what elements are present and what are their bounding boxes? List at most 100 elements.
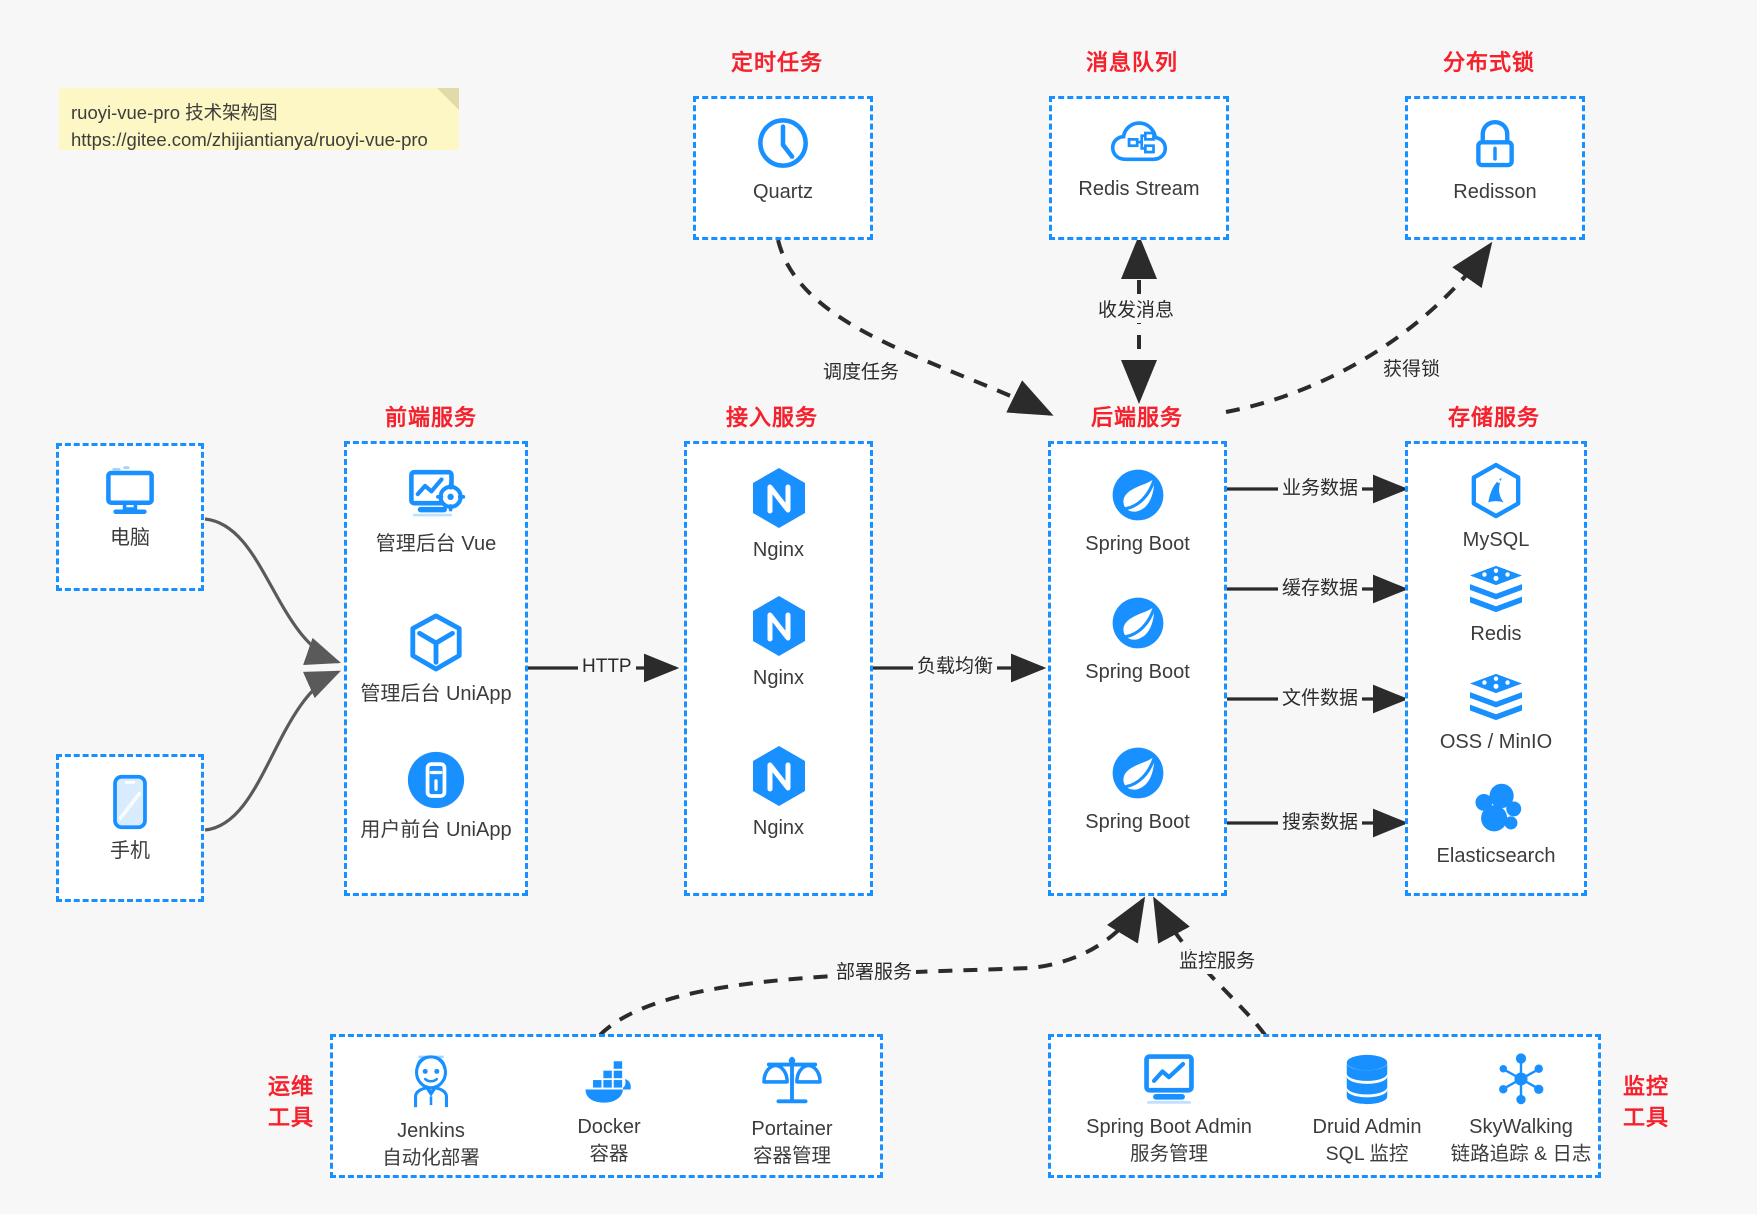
note-url: https://gitee.com/zhijiantianya/ruoyi-vu… bbox=[71, 129, 428, 150]
group-title-monitor: 监控 工具 bbox=[1613, 1071, 1679, 1133]
node-nginx-3[interactable]: Nginx bbox=[687, 744, 870, 841]
node-redis-stream[interactable]: Redis Stream bbox=[1052, 117, 1226, 202]
edge-label-monitor-service: 监控服务 bbox=[1175, 950, 1260, 974]
node-portainer[interactable]: Portainer 容器管理 bbox=[707, 1051, 877, 1169]
group-box-backend: Spring Boot Spring Boot Spring Boot bbox=[1048, 441, 1227, 896]
node-label: 管理后台 Vue bbox=[375, 533, 497, 555]
node-mobile[interactable]: 手机 bbox=[59, 773, 201, 864]
node-spring-boot-3[interactable]: Spring Boot bbox=[1051, 744, 1224, 835]
node-spring-boot-1[interactable]: Spring Boot bbox=[1051, 466, 1224, 557]
node-label: 用户前台 UniApp bbox=[360, 819, 512, 841]
node-admin-vue[interactable]: 管理后台 Vue bbox=[347, 466, 525, 557]
group-box-gateway: Nginx Nginx Nginx bbox=[684, 441, 873, 896]
scales-icon bbox=[761, 1051, 823, 1109]
jenkins-icon bbox=[403, 1051, 459, 1111]
node-spring-boot-admin[interactable]: Spring Boot Admin 服务管理 bbox=[1061, 1051, 1277, 1167]
node-druid-admin[interactable]: Druid Admin SQL 监控 bbox=[1287, 1051, 1447, 1167]
group-title-lock: 分布式锁 bbox=[1443, 50, 1536, 75]
node-sublabel: 容器管理 bbox=[752, 1145, 831, 1167]
node-spring-boot-2[interactable]: Spring Boot bbox=[1051, 594, 1224, 685]
node-oss-minio[interactable]: OSS / MinIO bbox=[1408, 670, 1584, 755]
note-title: ruoyi-vue-pro 技术架构图 bbox=[71, 102, 278, 123]
group-box-scheduler: Quartz bbox=[693, 96, 873, 240]
spring-icon bbox=[1109, 466, 1167, 524]
node-label: Spring Boot Admin bbox=[1086, 1116, 1252, 1138]
node-label: Redisson bbox=[1453, 181, 1537, 203]
node-sublabel: 容器 bbox=[589, 1143, 629, 1165]
node-admin-uniapp[interactable]: 管理后台 UniApp bbox=[347, 612, 525, 707]
oss-icon bbox=[1467, 670, 1525, 722]
node-label: Nginx bbox=[752, 539, 805, 561]
edge-label-search-data: 搜索数据 bbox=[1278, 811, 1363, 835]
monitor-chart-icon bbox=[1140, 1051, 1198, 1107]
edge-label-schedule-task: 调度任务 bbox=[819, 361, 904, 385]
cube-icon bbox=[407, 612, 465, 674]
node-label: Spring Boot bbox=[1085, 661, 1190, 683]
group-title-backend: 后端服务 bbox=[1091, 405, 1184, 430]
edge-label-send-receive-message: 收发消息 bbox=[1094, 299, 1179, 323]
node-nginx-2[interactable]: Nginx bbox=[687, 594, 870, 691]
node-sublabel: 服务管理 bbox=[1129, 1143, 1208, 1165]
node-label: Spring Boot bbox=[1085, 533, 1190, 555]
dashboard-settings-icon bbox=[405, 466, 467, 524]
spring-icon bbox=[1109, 744, 1167, 802]
node-label: Nginx bbox=[752, 817, 805, 839]
node-user-uniapp[interactable]: 用户前台 UniApp bbox=[347, 750, 525, 843]
group-title-monitor-line1: 监控 bbox=[1622, 1074, 1669, 1099]
node-label: Portainer bbox=[751, 1118, 833, 1140]
node-quartz[interactable]: Quartz bbox=[696, 114, 870, 205]
node-label: 手机 bbox=[110, 840, 150, 862]
spring-icon bbox=[1109, 594, 1167, 652]
group-box-monitor: Spring Boot Admin 服务管理 Druid Admin SQL 监… bbox=[1048, 1034, 1601, 1178]
database-icon bbox=[1340, 1051, 1394, 1107]
node-label: 电脑 bbox=[110, 527, 150, 549]
node-redisson[interactable]: Redisson bbox=[1408, 116, 1582, 205]
lock-icon bbox=[1467, 116, 1523, 172]
group-box-client-desktop: 电脑 bbox=[56, 443, 204, 591]
cloud-stream-icon bbox=[1110, 117, 1168, 169]
node-elasticsearch[interactable]: Elasticsearch bbox=[1408, 780, 1584, 869]
node-label: Docker bbox=[577, 1116, 641, 1138]
note-fold-icon bbox=[437, 88, 459, 110]
edge-label-cache-data: 缓存数据 bbox=[1278, 577, 1363, 601]
node-label: Redis bbox=[1470, 623, 1522, 645]
edge-label-load-balance: 负载均衡 bbox=[913, 655, 998, 679]
node-label: MySQL bbox=[1462, 529, 1530, 551]
sticky-note: ruoyi-vue-pro 技术架构图 https://gitee.com/zh… bbox=[59, 88, 459, 150]
node-label: Jenkins bbox=[397, 1120, 465, 1142]
app-circle-icon bbox=[406, 750, 466, 810]
group-box-client-mobile: 手机 bbox=[56, 754, 204, 902]
group-title-devops-line1: 运维 bbox=[267, 1074, 314, 1099]
node-label: 管理后台 UniApp bbox=[360, 683, 512, 705]
nginx-icon bbox=[750, 594, 808, 658]
skywalking-icon bbox=[1493, 1051, 1549, 1107]
node-skywalking[interactable]: SkyWalking 链路追踪 & 日志 bbox=[1433, 1051, 1609, 1167]
group-title-mq: 消息队列 bbox=[1086, 50, 1179, 75]
clock-icon bbox=[754, 114, 812, 172]
node-label: Quartz bbox=[752, 181, 814, 203]
group-box-frontend: 管理后台 Vue 管理后台 UniApp 用户前台 UniApp bbox=[344, 441, 528, 896]
group-title-devops-line2: 工具 bbox=[267, 1105, 314, 1130]
group-title-monitor-line2: 工具 bbox=[1622, 1105, 1669, 1130]
nginx-icon bbox=[750, 744, 808, 808]
node-label: SkyWalking bbox=[1469, 1116, 1573, 1138]
node-docker[interactable]: Docker 容器 bbox=[529, 1055, 689, 1167]
group-title-frontend: 前端服务 bbox=[385, 405, 478, 430]
edge-label-http: HTTP bbox=[578, 655, 636, 679]
node-mysql[interactable]: MySQL bbox=[1408, 462, 1584, 553]
mobile-icon bbox=[107, 773, 153, 831]
node-jenkins[interactable]: Jenkins 自动化部署 bbox=[351, 1051, 511, 1171]
node-label: Redis Stream bbox=[1078, 178, 1200, 200]
node-label: OSS / MinIO bbox=[1439, 731, 1553, 753]
node-redis[interactable]: Redis bbox=[1408, 562, 1584, 647]
group-box-lock: Redisson bbox=[1405, 96, 1585, 240]
nginx-icon bbox=[750, 466, 808, 530]
docker-icon bbox=[578, 1055, 640, 1107]
node-desktop[interactable]: 电脑 bbox=[59, 464, 201, 551]
redis-icon bbox=[1467, 562, 1525, 614]
group-title-storage: 存储服务 bbox=[1448, 405, 1541, 430]
node-nginx-1[interactable]: Nginx bbox=[687, 466, 870, 563]
node-label: Nginx bbox=[752, 667, 805, 689]
node-sublabel: 自动化部署 bbox=[382, 1147, 480, 1169]
